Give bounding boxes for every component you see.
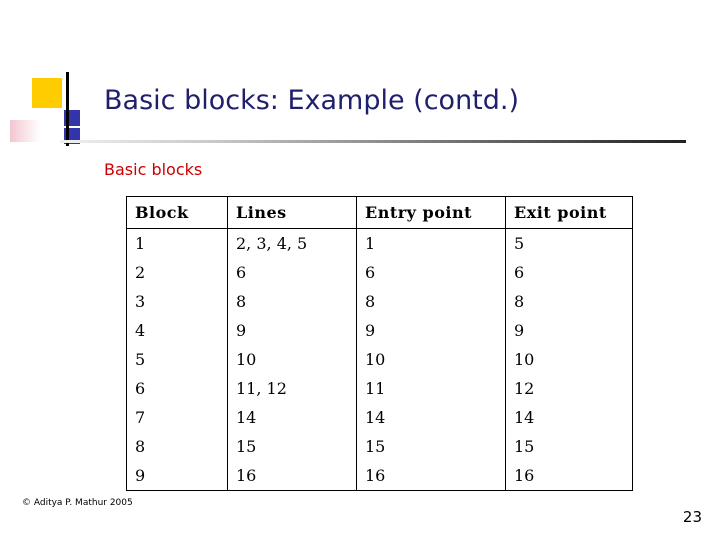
cell-lines: 15 [227, 432, 357, 461]
cell-exit: 16 [505, 461, 633, 491]
decorative-logo [10, 72, 92, 150]
cell-block: 3 [126, 287, 228, 316]
column-header-entry-point: Entry point [356, 196, 506, 229]
slide-subtitle: Basic blocks [104, 160, 203, 179]
table-row: 8 15 15 15 [126, 432, 633, 461]
cell-exit: 5 [505, 228, 633, 258]
title-divider [60, 140, 686, 143]
copyright-notice: © Aditya P. Mathur 2005 [22, 498, 133, 508]
cell-lines: 8 [227, 287, 357, 316]
cell-entry: 11 [356, 374, 506, 403]
cell-entry: 14 [356, 403, 506, 432]
table-header-row: Block Lines Entry point Exit point [126, 196, 633, 229]
table-row: 6 11, 12 11 12 [126, 374, 633, 403]
table-header: Block Lines Entry point Exit point [126, 196, 633, 229]
table-row: 4 9 9 9 [126, 316, 633, 345]
column-header-exit-point: Exit point [505, 196, 633, 229]
table-row: 5 10 10 10 [126, 345, 633, 374]
cell-block: 5 [126, 345, 228, 374]
cell-exit: 15 [505, 432, 633, 461]
page-number: 23 [682, 508, 702, 526]
cell-exit: 12 [505, 374, 633, 403]
cell-block: 1 [126, 228, 228, 258]
table-row: 7 14 14 14 [126, 403, 633, 432]
table-row: 9 16 16 16 [126, 461, 633, 491]
cell-exit: 8 [505, 287, 633, 316]
cell-lines: 14 [227, 403, 357, 432]
cell-exit: 10 [505, 345, 633, 374]
table-row: 3 8 8 8 [126, 287, 633, 316]
slide-title: Basic blocks: Example (contd.) [104, 85, 520, 116]
table-body: 1 2, 3, 4, 5 1 5 2 6 6 6 3 8 8 8 4 9 9 [126, 228, 633, 491]
basic-blocks-table-wrapper: Block Lines Entry point Exit point 1 2, … [126, 196, 633, 491]
cell-block: 8 [126, 432, 228, 461]
column-header-lines: Lines [227, 196, 357, 229]
cell-entry: 10 [356, 345, 506, 374]
cell-block: 6 [126, 374, 228, 403]
cell-lines: 11, 12 [227, 374, 357, 403]
cell-lines: 6 [227, 258, 357, 287]
cell-exit: 9 [505, 316, 633, 345]
basic-blocks-table: Block Lines Entry point Exit point 1 2, … [126, 196, 633, 491]
logo-yellow-block [32, 78, 62, 108]
cell-block: 9 [126, 461, 228, 491]
cell-entry: 16 [356, 461, 506, 491]
cell-block: 4 [126, 316, 228, 345]
cell-entry: 15 [356, 432, 506, 461]
cell-lines: 10 [227, 345, 357, 374]
cell-exit: 14 [505, 403, 633, 432]
logo-vertical-bar [66, 72, 69, 146]
column-header-block: Block [126, 196, 228, 229]
cell-entry: 8 [356, 287, 506, 316]
cell-block: 2 [126, 258, 228, 287]
cell-lines: 16 [227, 461, 357, 491]
table-row: 2 6 6 6 [126, 258, 633, 287]
cell-lines: 2, 3, 4, 5 [227, 228, 357, 258]
cell-exit: 6 [505, 258, 633, 287]
table-row: 1 2, 3, 4, 5 1 5 [126, 228, 633, 258]
cell-lines: 9 [227, 316, 357, 345]
logo-pink-block [10, 120, 40, 142]
cell-entry: 6 [356, 258, 506, 287]
cell-entry: 1 [356, 228, 506, 258]
cell-entry: 9 [356, 316, 506, 345]
cell-block: 7 [126, 403, 228, 432]
